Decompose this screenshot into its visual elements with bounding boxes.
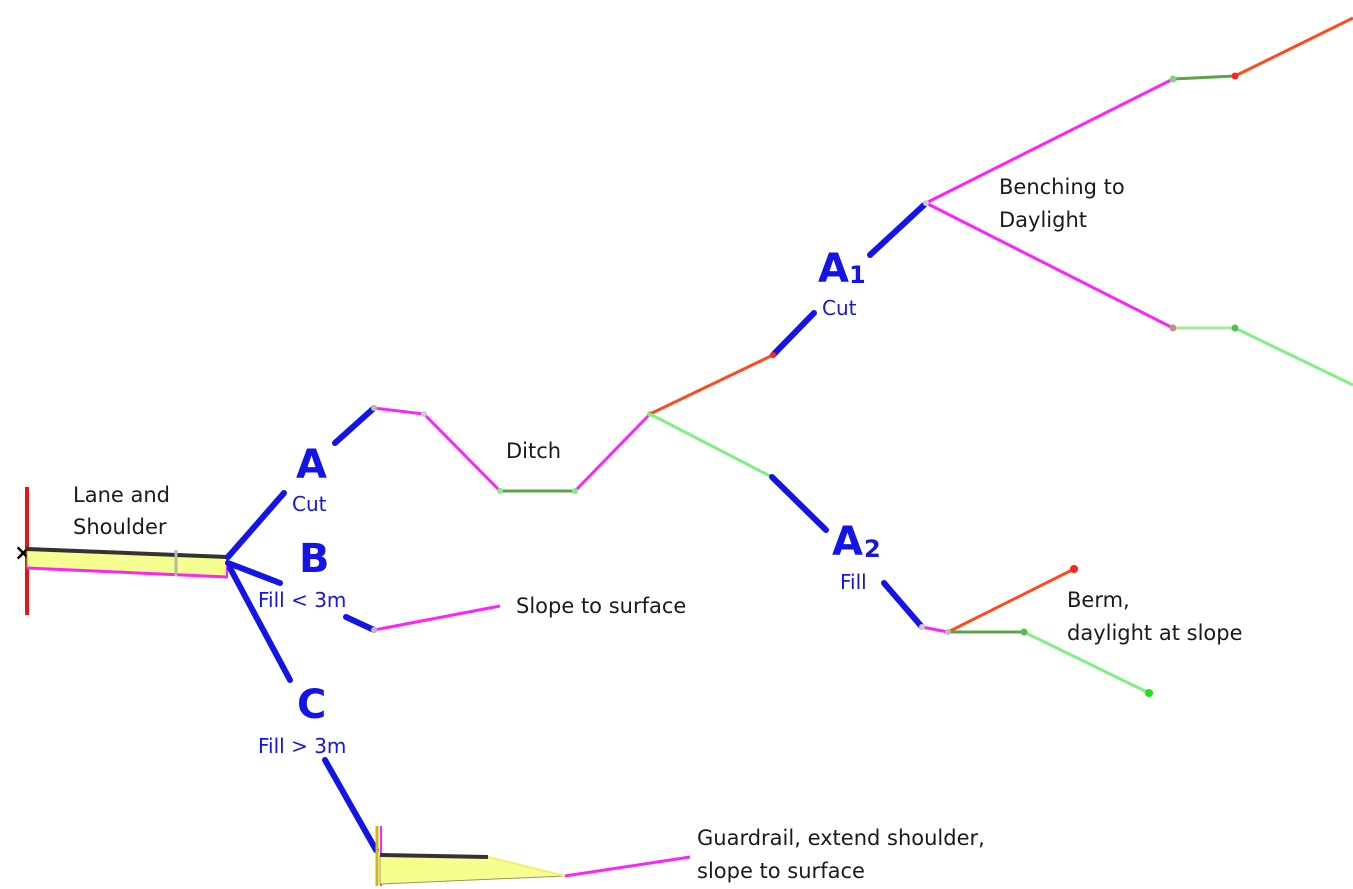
- c-slope-line: [564, 855, 691, 878]
- ditch-branch: [371, 405, 653, 494]
- ditch-backslope: [573, 412, 652, 493]
- bench-upper-flat: [1172, 74, 1236, 81]
- berm-label-line2: daylight at slope: [1067, 621, 1243, 645]
- branch-a2-index: 2: [864, 535, 881, 563]
- branch-b-sub: Fill < 3m: [258, 588, 346, 612]
- guardrail-label-line2: slope to surface: [697, 859, 865, 883]
- bench-upper-daylight: [1234, 16, 1353, 78]
- berm-up-slope: [947, 567, 1075, 634]
- a2-connector-upper: [769, 474, 829, 533]
- a1-cut-branch: [649, 16, 1353, 416]
- branch-a1-index: 1: [849, 261, 866, 289]
- branch-connectors: [225, 405, 379, 853]
- bench-upper-slope: [925, 77, 1174, 205]
- guardrail-label-line1: Guardrail, extend shoulder,: [697, 826, 985, 850]
- connector-to-a: [225, 490, 287, 560]
- connector-to-c: [227, 565, 293, 683]
- a1-orange-segment: [649, 353, 774, 416]
- branch-a2-sub: Fill: [840, 570, 867, 594]
- branch-b-letter: B: [299, 536, 330, 582]
- bench-lower-slope: [925, 201, 1174, 330]
- lane-shoulder-assembly: [26, 547, 228, 579]
- branch-a2-letter: A: [832, 519, 863, 565]
- benching-label-line1: Benching to: [999, 175, 1125, 199]
- berm-label-line1: Berm,: [1067, 588, 1130, 612]
- a1-connector-upper: [867, 202, 927, 258]
- ditch-label: Ditch: [506, 439, 561, 463]
- branch-a-sub: Cut: [292, 492, 327, 516]
- branch-c-sub: Fill > 3m: [258, 734, 346, 758]
- b-slope-branch: [371, 604, 501, 633]
- branch-c-letter: C: [297, 682, 326, 728]
- connector-a-to-ditch: [332, 405, 377, 446]
- connector-to-b: [225, 560, 283, 586]
- slope-to-surface-label: Slope to surface: [516, 594, 686, 618]
- lane-label-line2: Shoulder: [73, 515, 167, 539]
- bench-lower-daylight: [1234, 326, 1353, 387]
- c-guardrail-branch: [375, 826, 691, 886]
- b-slope-line: [373, 604, 501, 632]
- branch-a1-sub: Cut: [822, 296, 857, 320]
- ditch-foreslope: [373, 406, 502, 493]
- a1-connector-lower: [770, 310, 817, 358]
- benching-label-line2: Daylight: [999, 208, 1087, 232]
- branch-a1-letter: A: [818, 246, 849, 292]
- lane-label-line1: Lane and: [73, 483, 170, 507]
- a2-fill-branch: [649, 412, 1153, 697]
- a2-connector-lower: [881, 580, 925, 630]
- a2-green-segment: [649, 412, 771, 478]
- berm-link: [921, 625, 949, 634]
- berm-down-slope: [1023, 630, 1150, 695]
- branch-a-letter: A: [296, 442, 327, 488]
- connector-b-to-slope: [343, 614, 377, 633]
- connector-c-to-guardrail: [322, 757, 379, 853]
